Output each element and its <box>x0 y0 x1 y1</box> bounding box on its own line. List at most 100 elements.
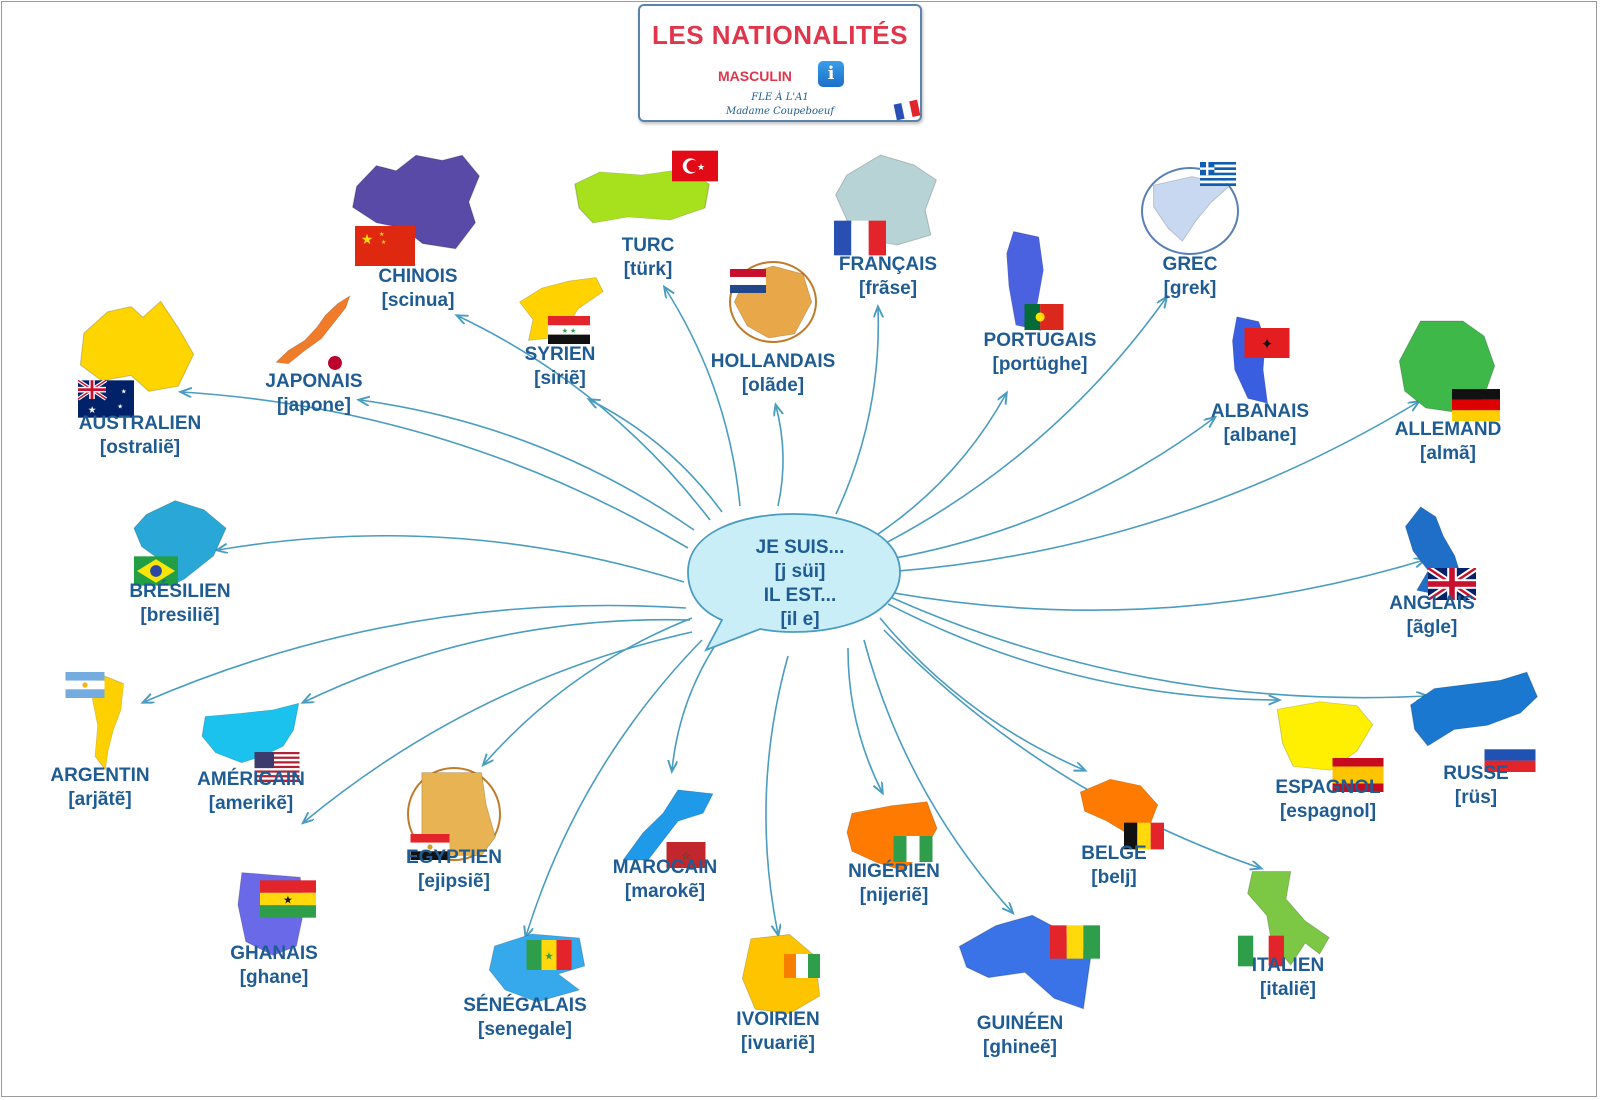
connector-australia <box>182 392 689 549</box>
nationality-label-china: CHINOIS[scinua] <box>318 265 518 313</box>
nationality-name: ALBANAIS <box>1210 401 1310 422</box>
nationality-pronunciation: [ghane] <box>239 967 309 988</box>
nationality-name: MAROCAIN <box>612 857 718 878</box>
nationality-pronunciation: [olãde] <box>741 375 805 396</box>
japan-flag-icon <box>316 350 354 376</box>
nationality-pronunciation: [ivuariẽ] <box>741 1033 815 1054</box>
svg-text:★: ★ <box>88 405 96 415</box>
nationality-name: ANGLAIS <box>1389 593 1475 614</box>
nationality-pronunciation: [ostraliẽ] <box>99 437 181 458</box>
turkey-map-icon <box>574 168 710 224</box>
nationality-name: AMÉRICAIN <box>197 769 305 790</box>
center-line-4: [il e] <box>780 609 820 630</box>
nationality-pronunciation: [italiẽ] <box>1260 979 1316 1000</box>
nationality-name: FRANÇAIS <box>838 254 938 275</box>
nationality-name: GUINÉEN <box>976 1013 1064 1034</box>
nationality-name: GHANAIS <box>230 943 318 964</box>
nationality-name: ITALIEN <box>1251 955 1325 976</box>
nationality-pronunciation: [grek] <box>1163 278 1217 299</box>
morocco-flag-icon: ☆ <box>666 842 706 868</box>
italy-map-icon <box>1247 870 1330 966</box>
connector-greece <box>879 298 1166 547</box>
svg-text:★ ★: ★ ★ <box>562 327 577 335</box>
info-icon[interactable]: i <box>818 61 844 87</box>
svg-text:☆: ☆ <box>681 852 690 863</box>
germany-flag-icon <box>1452 389 1500 421</box>
france-flag-icon <box>834 220 886 256</box>
nationality-name: RUSSE <box>1443 763 1509 784</box>
svg-text:★: ★ <box>544 951 554 963</box>
connector-argentina <box>144 604 687 702</box>
nationality-pronunciation: [siriẽ] <box>534 368 586 389</box>
nationality-label-uk: ANGLAIS [ãgle] <box>1332 592 1532 640</box>
netherlands-map-ring <box>729 261 817 343</box>
svg-text:★: ★ <box>121 387 127 395</box>
header-author: Madame Coupeboeuf <box>725 106 835 117</box>
uk-flag-icon <box>1428 568 1476 600</box>
svg-text:★: ★ <box>381 239 386 246</box>
svg-text:★: ★ <box>379 231 384 238</box>
albania-map-icon <box>1232 316 1268 404</box>
connector-russia <box>887 595 1426 698</box>
ghana-flag-icon: ★ <box>260 880 316 918</box>
nationality-label-turkey: TURC[türk] <box>548 234 748 282</box>
nationality-label-usa: AMÉRICAIN[amerikẽ] <box>151 768 351 816</box>
nationality-name: SYRIEN <box>524 344 596 365</box>
nationality-name: PORTUGAIS <box>983 330 1097 351</box>
connector-japan <box>360 400 695 531</box>
usa-flag-icon <box>254 752 300 782</box>
connector-usa <box>304 618 691 702</box>
connector-portugal <box>877 394 1006 535</box>
nationality-pronunciation: [portüghe] <box>992 354 1088 375</box>
nationality-pronunciation: [ãgle] <box>1406 617 1458 638</box>
nationality-name: AUSTRALIEN <box>78 413 202 434</box>
center-line-3: IL EST... <box>763 585 837 606</box>
china-flag-icon: ★★★ <box>355 226 415 266</box>
connector-syria <box>590 400 723 513</box>
senegal-flag-icon: ★ <box>526 940 572 970</box>
albania-flag-icon: ✦ <box>1244 328 1290 358</box>
argentina-flag-icon <box>65 672 105 698</box>
connector-ghana <box>304 631 693 822</box>
nationality-pronunciation: [frãse] <box>858 278 918 299</box>
nationality-label-portugal: PORTUGAIS [portüghe] <box>940 329 1140 377</box>
connector-ivory-coast <box>765 655 789 934</box>
connector-egypt <box>484 617 693 764</box>
nationality-label-greece: GREC[grek] <box>1090 253 1290 301</box>
spain-flag-icon <box>1332 758 1384 792</box>
nationality-name: ALLEMAND <box>1394 419 1502 440</box>
france-flag-icon <box>893 99 921 121</box>
china-map-icon <box>351 154 481 250</box>
greece-map-ring <box>1141 167 1239 255</box>
nationality-name: HOLLANDAIS <box>710 351 836 372</box>
nationality-name: TURC <box>621 235 675 256</box>
italy-flag-icon <box>1238 935 1284 967</box>
page-title: LES NATIONALITÉS <box>652 20 908 50</box>
morocco-map-icon <box>622 789 714 861</box>
svg-text:★: ★ <box>697 162 705 172</box>
connector-senegal <box>526 639 703 936</box>
svg-text:★: ★ <box>361 231 374 247</box>
nationality-label-netherlands: HOLLANDAIS [olãde] <box>673 350 873 398</box>
nationality-label-syria: SYRIEN [siriẽ] <box>460 343 660 391</box>
nationality-label-germany: ALLEMAND [almã] <box>1348 418 1548 466</box>
connector-netherlands <box>776 406 784 507</box>
nationality-pronunciation: [marokẽ] <box>624 881 706 902</box>
nationality-label-belgium: BELGE[belj] <box>1014 842 1214 890</box>
ivory-coast-flag-icon <box>784 954 820 978</box>
russia-map-icon <box>1409 671 1539 747</box>
nationality-label-australia: AUSTRALIEN [ostraliẽ] <box>40 412 240 460</box>
guinea-flag-icon <box>1050 925 1100 959</box>
nationality-pronunciation: [nijeriẽ] <box>859 885 929 906</box>
nationality-pronunciation: [ejipsiẽ] <box>418 871 490 892</box>
nationality-pronunciation: [rüs] <box>1454 787 1498 808</box>
svg-text:★: ★ <box>117 402 123 410</box>
nationality-label-senegal: SÉNÉGALAIS[senegale] <box>425 994 625 1042</box>
spain-map-icon <box>1276 701 1374 771</box>
nationality-label-ghana: GHANAIS [ghane] <box>174 942 374 990</box>
connector-france <box>835 308 878 515</box>
nationality-pronunciation: [albane] <box>1223 425 1297 446</box>
nationality-pronunciation: [almã] <box>1420 443 1476 464</box>
